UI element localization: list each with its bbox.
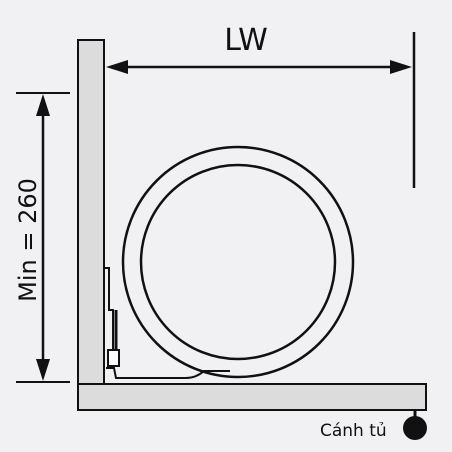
swing-path-outer [121, 145, 355, 379]
lw-arrow-right-icon [390, 60, 412, 74]
hinge-block [107, 349, 120, 367]
height-arrow-down-icon [36, 359, 50, 381]
door-label: Cánh tủ [320, 421, 387, 441]
height-arrow-up-icon [36, 94, 50, 116]
lw-arrow-left-icon [106, 60, 128, 74]
door-arm [106, 367, 230, 379]
lw-label: LW [224, 23, 268, 58]
door-knob-icon [403, 416, 427, 440]
hinge-mount-plate [105, 267, 114, 350]
bottom-panel [77, 383, 427, 411]
swing-path-inner [139, 163, 337, 361]
min-height-label: Min = 260 [14, 178, 42, 302]
side-panel [77, 39, 105, 385]
